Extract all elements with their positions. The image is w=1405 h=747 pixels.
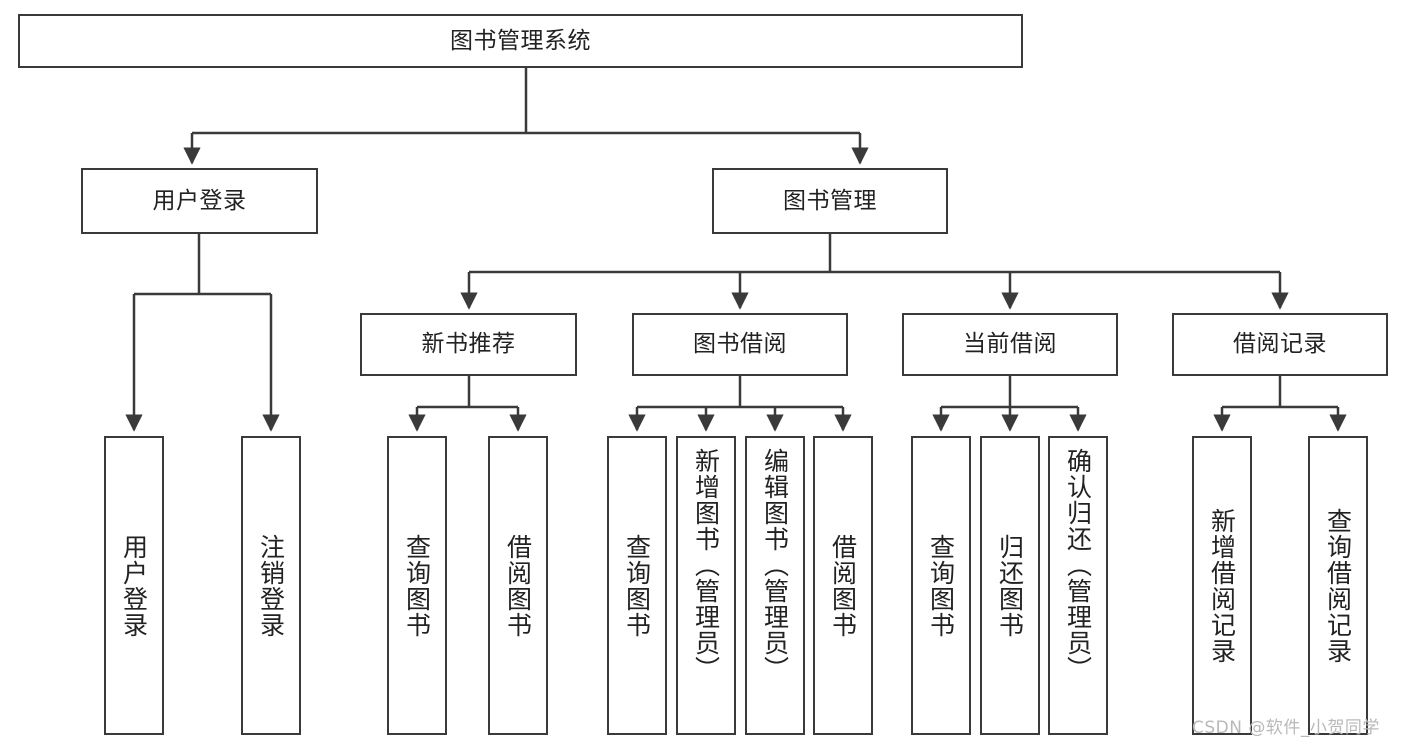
node-leaf-return-book-label: 归还图书 [995, 533, 1025, 638]
node-borrow-record[interactable]: 借阅记录 [1172, 313, 1388, 376]
node-leaf-user-login-label: 用户登录 [119, 533, 149, 638]
node-leaf-add-book[interactable]: 新增图书（管理员） [676, 436, 736, 735]
node-leaf-confirm-return[interactable]: 确认归还（管理员） [1048, 436, 1108, 735]
node-leaf-query-book-3-label: 查询图书 [926, 533, 956, 638]
node-leaf-logout-login-label: 注销登录 [256, 533, 286, 638]
node-leaf-add-record-label: 新增借阅记录 [1207, 507, 1237, 664]
node-new-book-recommend-label: 新书推荐 [421, 331, 516, 358]
node-book-borrow-label: 图书借阅 [693, 331, 787, 358]
node-book-manage-label: 图书管理 [783, 187, 877, 214]
node-new-book-recommend[interactable]: 新书推荐 [360, 313, 577, 376]
node-borrow-record-label: 借阅记录 [1233, 331, 1327, 358]
node-user-login[interactable]: 用户登录 [81, 168, 318, 234]
node-leaf-query-record-label: 查询借阅记录 [1323, 507, 1353, 664]
node-leaf-user-login[interactable]: 用户登录 [104, 436, 164, 735]
node-leaf-query-book-3[interactable]: 查询图书 [911, 436, 971, 735]
node-leaf-query-book-1[interactable]: 查询图书 [387, 436, 447, 735]
node-leaf-add-book-label: 新增图书（管理员） [691, 448, 721, 682]
node-book-borrow[interactable]: 图书借阅 [632, 313, 848, 376]
node-root-system[interactable]: 图书管理系统 [18, 14, 1023, 68]
node-leaf-edit-book-label: 编辑图书（管理员） [760, 448, 790, 682]
node-book-manage[interactable]: 图书管理 [712, 168, 948, 234]
node-leaf-query-record[interactable]: 查询借阅记录 [1308, 436, 1368, 735]
node-leaf-query-book-2[interactable]: 查询图书 [607, 436, 667, 735]
node-user-login-label: 用户登录 [152, 187, 247, 214]
node-leaf-query-book-2-label: 查询图书 [622, 533, 652, 638]
node-leaf-borrow-book-1[interactable]: 借阅图书 [488, 436, 548, 735]
node-leaf-borrow-book-2-label: 借阅图书 [828, 533, 858, 638]
watermark-text: CSDN @软件_小贺同学 [1192, 718, 1380, 738]
node-leaf-confirm-return-label: 确认归还（管理员） [1063, 448, 1093, 682]
node-current-borrow[interactable]: 当前借阅 [902, 313, 1118, 376]
node-leaf-borrow-book-2[interactable]: 借阅图书 [813, 436, 873, 735]
node-leaf-logout-login[interactable]: 注销登录 [241, 436, 301, 735]
node-current-borrow-label: 当前借阅 [963, 331, 1057, 358]
node-leaf-edit-book[interactable]: 编辑图书（管理员） [745, 436, 805, 735]
node-leaf-return-book[interactable]: 归还图书 [980, 436, 1040, 735]
node-root-system-label: 图书管理系统 [450, 27, 591, 54]
node-leaf-query-book-1-label: 查询图书 [402, 533, 432, 638]
node-leaf-add-record[interactable]: 新增借阅记录 [1192, 436, 1252, 735]
node-leaf-borrow-book-1-label: 借阅图书 [503, 533, 533, 638]
